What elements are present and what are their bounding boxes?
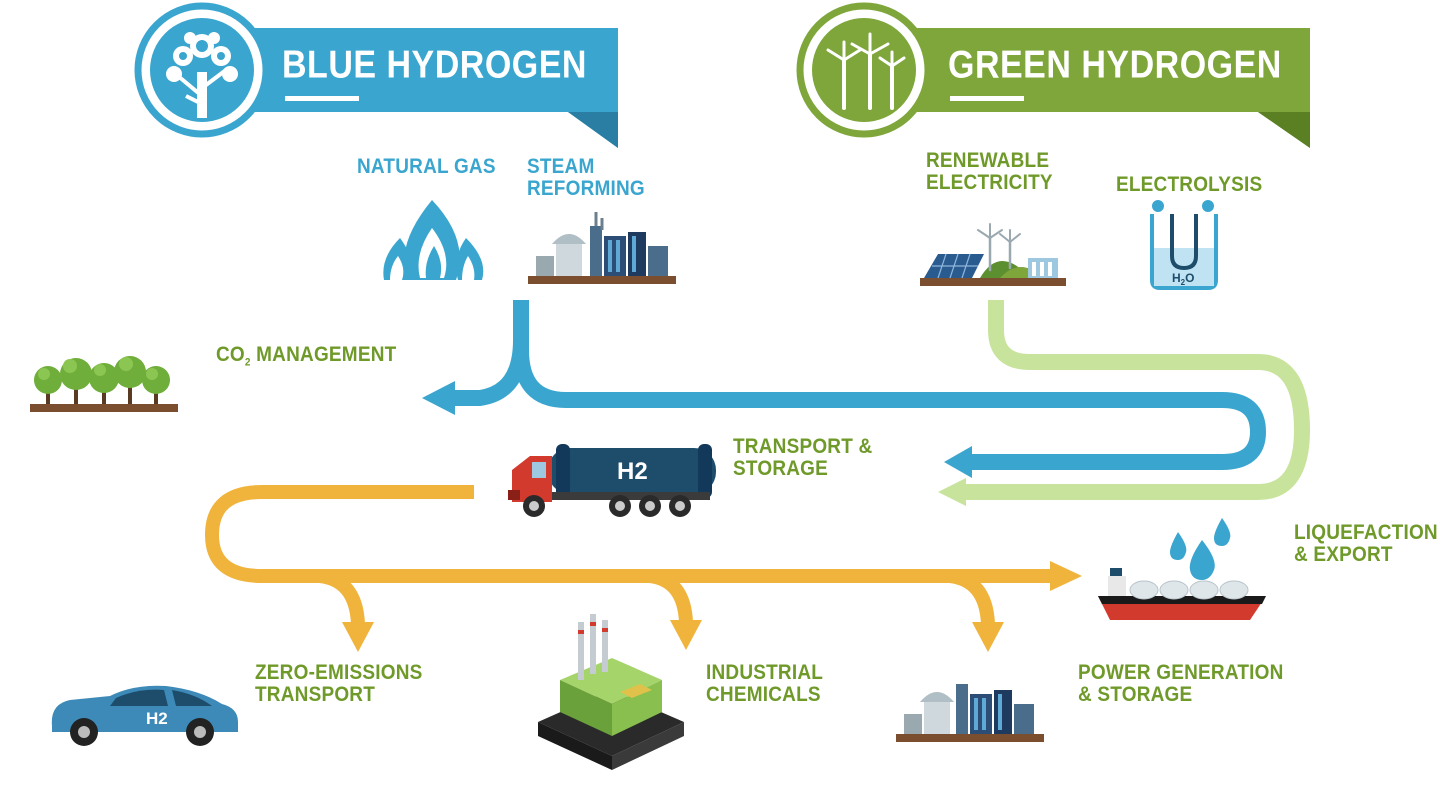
wind-turbine-icon bbox=[796, 2, 932, 138]
electrolysis-icon: H2O bbox=[1150, 200, 1218, 290]
forest-icon bbox=[30, 356, 178, 412]
tanker-label: H2 bbox=[617, 458, 648, 485]
solar-wind-icon bbox=[920, 223, 1066, 286]
industrial-chemicals-label-line2: CHEMICALS bbox=[706, 682, 821, 707]
blue-banner bbox=[245, 28, 618, 148]
car-label: H2 bbox=[146, 709, 168, 728]
co2-management-label: CO2 MANAGEMENT bbox=[216, 342, 397, 369]
blue-hydrogen-flow bbox=[422, 300, 1266, 478]
industrial-chemicals-label-line1: INDUSTRIAL bbox=[706, 660, 824, 685]
tree-icon bbox=[134, 2, 270, 138]
steam-reforming-label-line1: STEAM bbox=[527, 154, 595, 179]
natural-gas-label: NATURAL GAS bbox=[357, 154, 496, 179]
refinery-icon bbox=[528, 212, 676, 284]
zero-emissions-label-line2: TRANSPORT bbox=[255, 682, 376, 707]
lng-ship-icon bbox=[1098, 568, 1266, 620]
transport-storage-label-line2: STORAGE bbox=[733, 456, 829, 481]
transport-storage-label-line1: TRANSPORT & bbox=[733, 434, 873, 459]
renewable-electricity-label-line2: ELECTRICITY bbox=[926, 170, 1053, 195]
power-plant-icon bbox=[896, 684, 1044, 742]
blue-hydrogen-title: BLUE HYDROGEN bbox=[282, 42, 587, 87]
liquefaction-export-label-line1: LIQUEFACTION bbox=[1294, 520, 1438, 545]
fuel-cell-car-icon bbox=[51, 685, 239, 746]
water-formula: H2O bbox=[1172, 271, 1194, 287]
power-generation-label-line1: POWER GENERATION bbox=[1078, 660, 1284, 685]
green-hydrogen-flow bbox=[938, 300, 1310, 506]
electrolysis-label: ELECTROLYSIS bbox=[1116, 172, 1263, 197]
zero-emissions-label-line1: ZERO-EMISSIONS bbox=[255, 660, 423, 685]
green-banner bbox=[910, 28, 1310, 148]
distribution-flow bbox=[205, 485, 1082, 652]
water-drops-icon bbox=[1170, 518, 1231, 580]
green-hydrogen-title: GREEN HYDROGEN bbox=[948, 42, 1282, 87]
chemical-plant-icon bbox=[538, 614, 684, 770]
liquefaction-export-label-line2: & EXPORT bbox=[1294, 542, 1393, 567]
power-generation-label-line2: & STORAGE bbox=[1078, 682, 1193, 707]
steam-reforming-label-line2: REFORMING bbox=[527, 176, 645, 201]
renewable-electricity-label-line1: RENEWABLE bbox=[926, 148, 1050, 173]
tanker-truck-icon bbox=[508, 444, 716, 517]
flame-icon bbox=[383, 200, 484, 280]
